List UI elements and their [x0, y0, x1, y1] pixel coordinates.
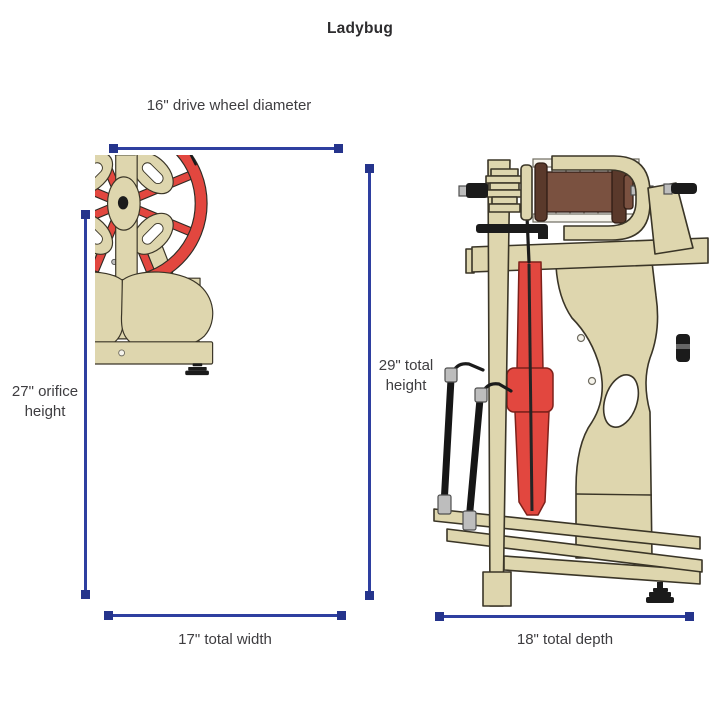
- wheel-petal: [95, 212, 114, 255]
- page-title: Ladybug: [327, 20, 393, 37]
- dimension-line-total-depth: [435, 612, 694, 621]
- dimension-endcap: [109, 144, 118, 153]
- right-upright: [647, 182, 697, 255]
- drive-band-side: [525, 214, 531, 264]
- whorl-shaft-knob: [466, 183, 488, 198]
- dimension-label-orifice-height: 27" orifice height: [11, 383, 79, 420]
- dimension-endcap: [365, 164, 374, 173]
- flyer-whorl: [520, 164, 533, 221]
- footman-rod-rear: [462, 382, 513, 531]
- treadle-wings: [95, 271, 214, 351]
- dimension-label-total-height: 29" total height: [378, 357, 434, 394]
- wheel-axle: [117, 196, 129, 210]
- dimension-line-orifice-height: [81, 210, 90, 599]
- side-view-illustration: [433, 155, 709, 607]
- bobbin: [542, 171, 622, 213]
- dimension-label-total-depth: 18" total depth: [516, 631, 614, 648]
- wheel-petal: [95, 155, 114, 195]
- dimension-line-total-width: [104, 611, 346, 620]
- dimension-endcap: [81, 590, 90, 599]
- whorl-discs: [458, 168, 524, 213]
- dimension-endcap: [435, 612, 444, 621]
- side-body: [555, 261, 659, 559]
- dimension-label-drive-wheel-diameter: 16" drive wheel diameter: [146, 97, 312, 114]
- tension-bar: [476, 224, 548, 239]
- drive-wheel-edge: [506, 261, 554, 516]
- dimension-endcap: [337, 611, 346, 620]
- dimension-line-drive-wheel-diameter: [109, 144, 343, 153]
- dimension-endcap: [81, 210, 90, 219]
- side-rear-foot: [646, 582, 674, 603]
- footman-rod-front: [437, 362, 485, 515]
- dimension-endcap: [685, 612, 694, 621]
- front-view-illustration: [95, 155, 214, 376]
- dimension-endcap: [104, 611, 113, 620]
- dimension-line-total-height: [365, 164, 374, 600]
- front-base: [95, 341, 214, 365]
- dimension-endcap: [365, 591, 374, 600]
- under-bench-knob: [676, 334, 690, 362]
- dimension-label-total-width: 17" total width: [178, 631, 272, 648]
- body-cutout: [602, 374, 640, 428]
- front-foot-right: [185, 363, 209, 376]
- flyer-support-arm: [551, 155, 651, 241]
- right-peg: [671, 183, 697, 194]
- dimension-endcap: [334, 144, 343, 153]
- wheel-petal: [131, 155, 174, 195]
- post-foot-block: [482, 571, 512, 607]
